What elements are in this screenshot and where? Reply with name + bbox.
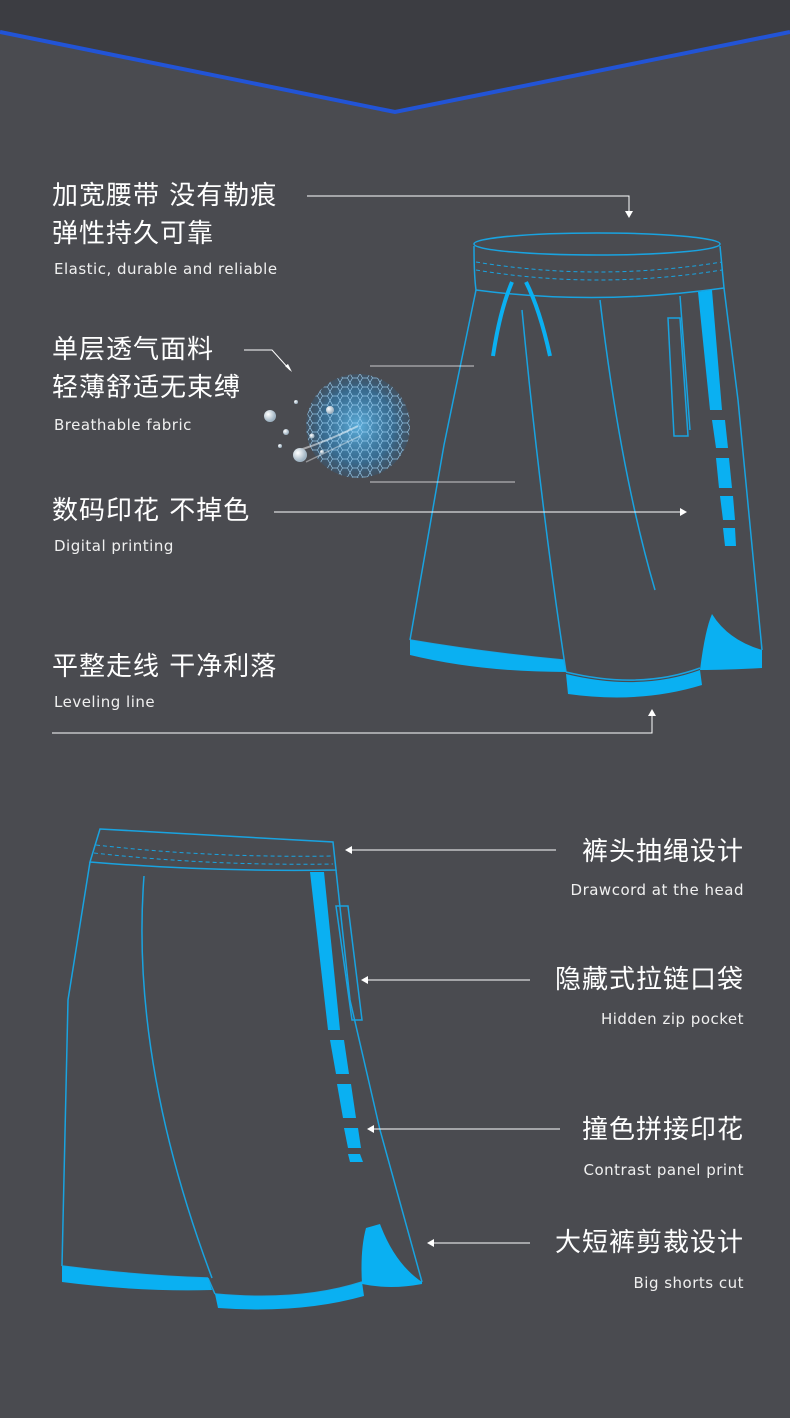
feature-fabric-title-2: 轻薄舒适无束缚 (52, 373, 242, 403)
feature-fabric-subtitle: Breathable fabric (54, 416, 192, 434)
shorts-front-accent (410, 290, 762, 698)
shorts-front-illustration (409, 232, 763, 681)
feature-drawcord-title: 裤头抽绳设计 (581, 837, 744, 867)
feature-fabric-title-1: 单层透气面料 (52, 335, 215, 365)
feature-stitching-title: 平整走线 干净利落 (52, 652, 278, 682)
feature-drawcord-subtitle: Drawcord at the head (570, 881, 744, 899)
feature-contrast-print-title: 撞色拼接印花 (581, 1115, 744, 1145)
shorts-side-accent (62, 872, 422, 1310)
feature-printing-title: 数码印花 不掉色 (52, 496, 251, 526)
feature-cut-subtitle: Big shorts cut (633, 1274, 744, 1292)
feature-cut-title: 大短裤剪裁设计 (554, 1228, 744, 1258)
feature-zip-pocket-title: 隐藏式拉链口袋 (554, 965, 744, 995)
feature-waistband-subtitle: Elastic, durable and reliable (54, 260, 278, 278)
top-banner (0, 0, 790, 115)
feature-zip-pocket-subtitle: Hidden zip pocket (600, 1010, 744, 1028)
feature-printing-subtitle: Digital printing (54, 537, 174, 555)
fabric-mesh-icon (264, 374, 410, 478)
feature-waistband-title-1: 加宽腰带 没有勒痕 (52, 181, 278, 211)
feature-contrast-print-subtitle: Contrast panel print (583, 1161, 744, 1179)
bottom-callout-lines (345, 846, 560, 1247)
feature-waistband-title-2: 弹性持久可靠 (52, 219, 215, 249)
top-callout-lines (52, 195, 687, 734)
shorts-side-illustration (61, 828, 423, 1298)
feature-stitching-subtitle: Leveling line (54, 693, 156, 711)
